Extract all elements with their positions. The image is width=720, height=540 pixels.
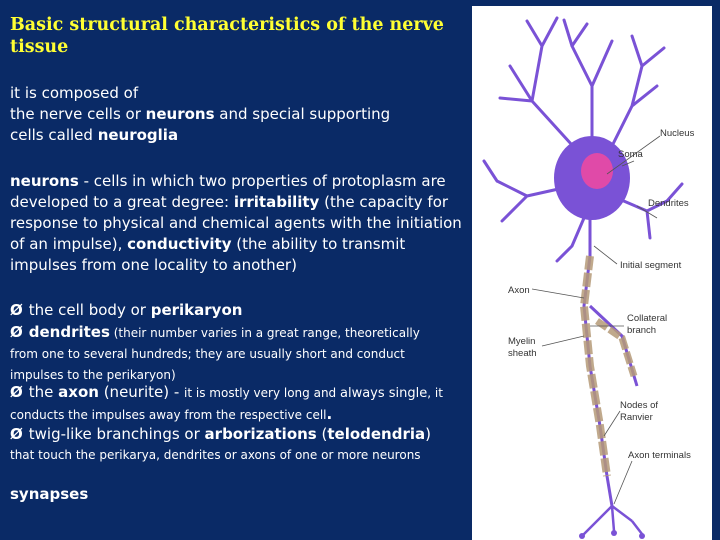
label-soma: Soma	[618, 149, 644, 160]
slide-title: Basic structural characteristics of the …	[10, 15, 444, 57]
neurons-paragraph: neurons - cells in which two properties …	[10, 171, 465, 276]
neurons-text: (the ability to transmit impulses from o…	[10, 235, 406, 274]
label-leader-lines	[531, 135, 661, 505]
label-collateral-branch: branch	[627, 325, 656, 336]
bullet-text: (	[316, 425, 328, 443]
axon-path	[579, 218, 639, 507]
nucleus-shape	[581, 153, 613, 189]
myelin-sheath-shape	[579, 255, 611, 477]
bullet-arrow-icon: Ø	[10, 301, 23, 319]
term-irritability: irritability	[233, 193, 320, 211]
bullet-text: the cell body or	[28, 301, 151, 319]
label-dendrites: Dendrites	[648, 198, 689, 209]
term-neurons-heading: neurons	[10, 172, 79, 190]
bullet-text: )	[425, 425, 431, 443]
bullet-arrow-icon: Ø	[10, 323, 23, 341]
bullet-text: that touch the perikarya, dendrites or a…	[10, 448, 421, 462]
label-myelin: Myelin	[508, 336, 535, 347]
intro-line-1: it is composed of	[10, 84, 139, 102]
label-nodes-of: Nodes of	[620, 400, 658, 411]
bullet-text: the	[28, 383, 59, 401]
intro-text: the nerve cells or	[10, 105, 146, 123]
neurons-text: - cells in which two properties of proto…	[10, 172, 446, 211]
axon-terminals-shape	[581, 505, 643, 537]
label-nucleus: Nucleus	[660, 128, 695, 139]
terminal-boutons	[579, 530, 645, 539]
label-ranvier: Ranvier	[620, 412, 653, 423]
term-dendrites: dendrites	[28, 323, 110, 341]
intro-line-3: cells called neuroglia	[10, 125, 470, 146]
term-axon: axon	[58, 383, 99, 401]
bullet-text: .	[326, 405, 333, 423]
term-conductivity: conductivity	[127, 235, 232, 253]
neuron-diagram: Soma Nucleus Dendrites Initial segment A…	[482, 16, 695, 539]
term-neuroglia: neuroglia	[97, 126, 179, 144]
bullet-arrow-icon: Ø	[10, 425, 23, 443]
intro-text: and special supporting	[214, 105, 391, 123]
bullet-text: (neurite) -	[98, 383, 185, 401]
intro-line-2: the nerve cells or neurons and special s…	[10, 104, 470, 125]
bullet-arrow-icon: Ø	[10, 383, 23, 401]
intro-paragraph: it is composed of the nerve cells or neu…	[10, 83, 470, 146]
bullet-text: twig-like branchings or	[28, 425, 205, 443]
intro-text: cells called	[10, 126, 98, 144]
label-axon-terminals: Axon terminals	[628, 450, 691, 461]
label-initial-segment: Initial segment	[620, 260, 682, 271]
neuron-figure: Soma Nucleus Dendrites Initial segment A…	[472, 6, 712, 540]
label-axon: Axon	[508, 285, 530, 296]
term-always-single: always single	[339, 386, 428, 401]
bullet-text: it is mostly very long and	[184, 386, 340, 400]
term-synapses: synapses	[10, 485, 89, 503]
neurons-text: (the capacity for response to physical a…	[10, 193, 462, 253]
bullet-text: , it conducts the impulses away from the…	[10, 386, 443, 422]
term-perikaryon: perikaryon	[150, 301, 243, 319]
term-arborizations: arborizations	[204, 425, 317, 443]
bullet-text: (their number varies in a great range, t…	[10, 326, 420, 382]
term-telodendria: telodendria	[327, 425, 426, 443]
term-neurons: neurons	[145, 105, 215, 123]
label-collateral: Collateral	[627, 313, 667, 324]
label-myelin-sheath: sheath	[508, 348, 537, 359]
